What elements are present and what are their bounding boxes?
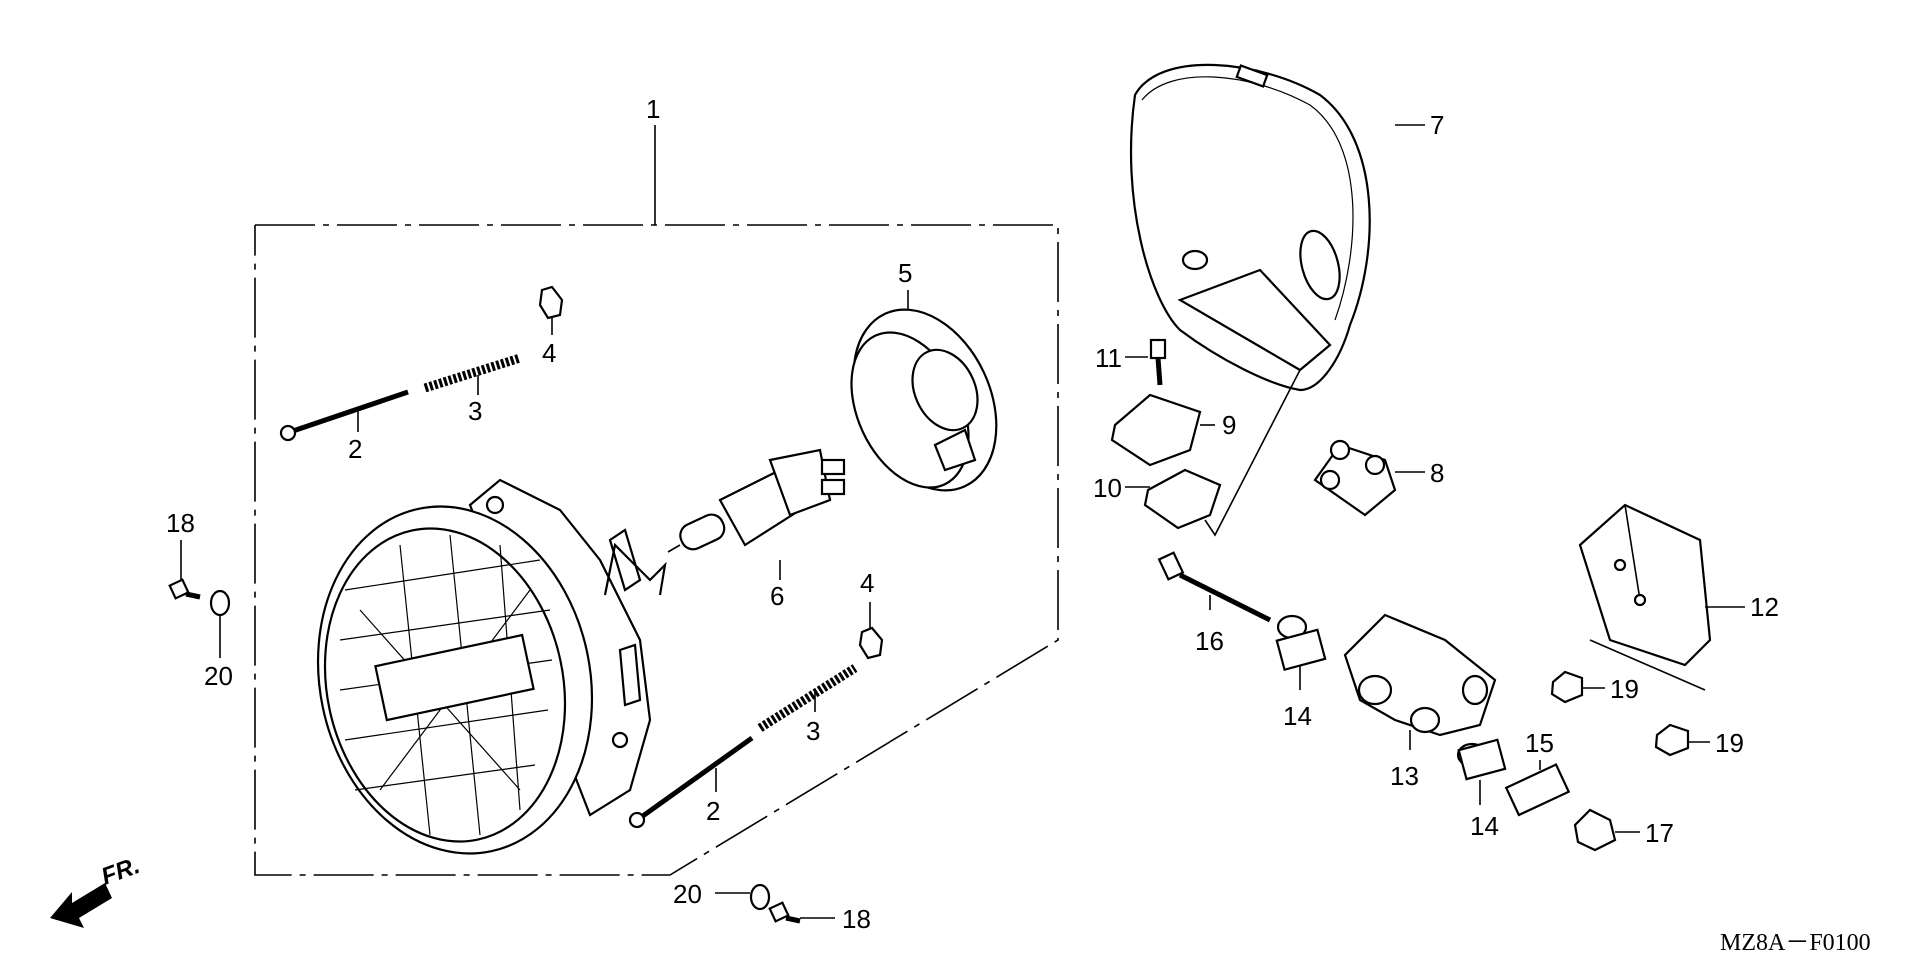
callout-9: 9 — [1222, 410, 1236, 440]
callout-18b: 18 — [842, 904, 871, 934]
nut-19a — [1550, 670, 1584, 704]
nut-19b — [1654, 723, 1690, 757]
drawing-code: MZ8A－F0100 — [1720, 930, 1871, 956]
collar-15 — [1504, 763, 1571, 817]
bolt-16 — [1157, 551, 1272, 623]
callout-1: 1 — [646, 94, 660, 124]
callout-17: 17 — [1645, 818, 1674, 848]
screw-18-left — [168, 578, 201, 600]
callout-7: 7 — [1430, 110, 1444, 140]
plate-9 — [1110, 393, 1202, 467]
callout-14b: 14 — [1470, 811, 1499, 841]
callout-18a: 18 — [166, 508, 195, 538]
callout-19a: 19 — [1610, 674, 1639, 704]
screw-18-right — [768, 901, 801, 924]
nut-upper — [538, 285, 564, 320]
bracket-12 — [1578, 503, 1712, 691]
mount-guide — [1204, 369, 1301, 537]
callout-3a: 3 — [468, 396, 482, 426]
direction-label: FR. — [98, 852, 144, 891]
dust-cover — [850, 308, 998, 492]
bushing-14b — [1456, 738, 1507, 781]
assembly-boundary — [254, 224, 1059, 876]
callout-15: 15 — [1525, 728, 1554, 758]
callout-20b: 20 — [673, 879, 702, 909]
spring-lower — [757, 664, 858, 732]
adjust-screw-lower — [628, 735, 754, 829]
callout-20a: 20 — [204, 661, 233, 691]
bushing-14a — [1275, 614, 1327, 672]
adjust-screw-upper — [279, 389, 409, 442]
bracket-13 — [1343, 613, 1497, 737]
washer-20-right — [749, 883, 771, 911]
callout-14a: 14 — [1283, 701, 1312, 731]
headlight-unit — [316, 478, 652, 855]
headlight-case — [1129, 63, 1371, 392]
callout-6: 6 — [770, 581, 784, 611]
callout-5: 5 — [898, 258, 912, 288]
callout-8: 8 — [1430, 458, 1444, 488]
spring-upper — [423, 353, 522, 393]
callout-16: 16 — [1195, 626, 1224, 656]
wire-clip — [603, 542, 667, 596]
callout-13: 13 — [1390, 761, 1419, 791]
front-direction-arrow-icon — [50, 883, 112, 928]
callout-3b: 3 — [806, 716, 820, 746]
headlight-bulb — [667, 448, 846, 553]
washer-20-left — [209, 589, 231, 617]
nut-lower — [858, 626, 884, 660]
callout-19b: 19 — [1715, 728, 1744, 758]
callout-2b: 2 — [706, 796, 720, 826]
callout-4b: 4 — [860, 568, 874, 598]
callout-2a: 2 — [348, 434, 362, 464]
callout-11: 11 — [1095, 343, 1122, 373]
nut-17 — [1573, 808, 1617, 852]
bolt-11 — [1149, 338, 1167, 386]
callout-4a: 4 — [542, 338, 556, 368]
callout-12: 12 — [1750, 592, 1779, 622]
callout-10: 10 — [1093, 473, 1122, 503]
clamp-8 — [1313, 439, 1397, 517]
plate-10 — [1143, 468, 1222, 530]
